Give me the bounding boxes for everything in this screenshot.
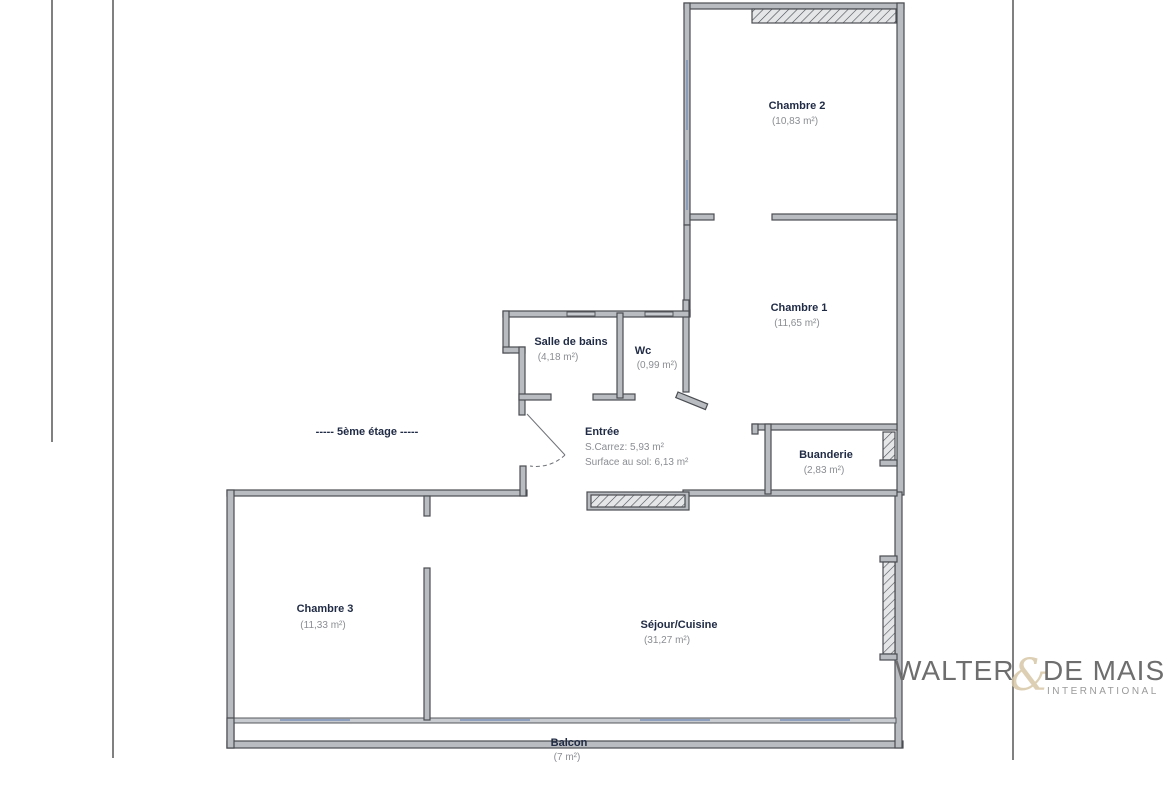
room-area: (2,83 m²) [804, 465, 845, 476]
room-area: (0,99 m²) [637, 360, 678, 371]
room-name: Entrée [585, 426, 619, 438]
logo-subtitle: INTERNATIONAL [1047, 686, 1159, 697]
room-carrez: S.Carrez: 5,93 m² [585, 442, 665, 453]
room-chambre-2: Chambre 2 (10,83 m²) [769, 100, 826, 127]
logo-ampersand: & [1010, 650, 1049, 701]
room-name: Chambre 2 [769, 100, 826, 112]
room-buanderie: Buanderie (2,83 m²) [799, 449, 853, 476]
room-name: Chambre 3 [297, 603, 354, 615]
room-name: Salle de bains [534, 336, 607, 348]
room-area: (7 m²) [554, 752, 581, 763]
windows [280, 8, 897, 721]
room-area: (11,65 m²) [774, 318, 819, 329]
room-name: Balcon [551, 737, 588, 749]
room-name: Wc [635, 345, 652, 357]
room-floor-area: Surface au sol: 6,13 m² [585, 457, 689, 468]
logo-text-left: WALTER [895, 655, 1015, 686]
room-balcon: Balcon (7 m²) [551, 737, 588, 763]
logo-text-right: DE MAIS [1043, 655, 1165, 686]
room-salle-de-bains: Salle de bains (4,18 m²) [534, 336, 607, 363]
room-chambre-3: Chambre 3 (11,33 m²) [297, 603, 354, 631]
watermark-logo: & WALTER DE MAIS INTERNATIONAL [895, 650, 1165, 701]
floor-label: ----- 5ème étage ----- [316, 426, 419, 438]
room-area: (4,18 m²) [538, 352, 579, 363]
room-name: Buanderie [799, 449, 853, 461]
room-area: (31,27 m²) [644, 635, 690, 646]
room-name: Chambre 1 [771, 302, 828, 314]
room-area: (10,83 m²) [772, 116, 818, 127]
room-wc: Wc (0,99 m²) [635, 345, 678, 371]
doors [526, 413, 566, 467]
room-name: Séjour/Cuisine [640, 619, 717, 631]
room-entree: Entrée S.Carrez: 5,93 m² Surface au sol:… [585, 426, 689, 468]
room-sejour-cuisine: Séjour/Cuisine (31,27 m²) [640, 619, 717, 646]
room-chambre-1: Chambre 1 (11,65 m²) [771, 302, 828, 329]
room-area: (11,33 m²) [300, 620, 345, 631]
outer-walls [226, 2, 905, 749]
interior-walls [423, 213, 898, 721]
